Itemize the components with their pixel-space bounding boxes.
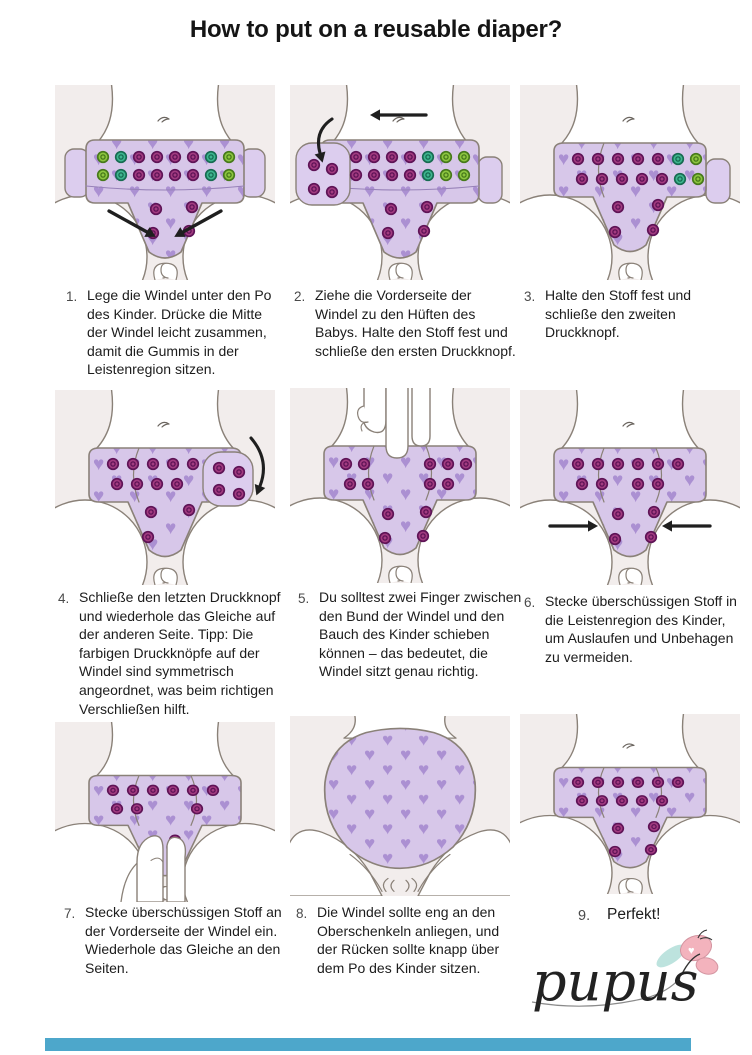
step-text: Du solltest zwei Finger zwischen den Bun… [319, 589, 522, 680]
step-4-illustration [55, 390, 275, 585]
step-7-caption: 7. Stecke überschüssigen Stoff an der Vo… [64, 903, 284, 977]
svg-text:♥: ♥ [688, 945, 695, 957]
step-number: 2. [294, 289, 306, 304]
step-number: 9. [578, 908, 591, 924]
logo-wordmark: pupus [532, 950, 698, 1013]
step-3-illustration [520, 85, 740, 280]
brand-logo: ♥ pupus [531, 929, 719, 1013]
step-number: 3. [524, 289, 536, 304]
step-text: Die Windel sollte eng an den Oberschenke… [317, 904, 500, 976]
step-text: Schließe den letzten Druckknopf und wied… [79, 589, 281, 717]
step-4-caption: 4. Schließe den letzten Druckknopf und w… [58, 588, 298, 718]
step-text: Lege die Windel unter den Po des Kinder.… [87, 287, 272, 378]
step-1-illustration [55, 85, 275, 280]
butterfly-icon: ♥ [656, 929, 719, 975]
page-title: How to put on a reusable diaper? [189, 16, 563, 43]
step-9-caption: 9. Perfekt! [578, 905, 718, 926]
step-8-caption: 8. Die Windel sollte eng an den Obersche… [296, 903, 514, 977]
step-text: Ziehe die Vorderseite der Windel zu den … [315, 287, 516, 359]
step-2-illustration [290, 85, 510, 280]
step-8-illustration [290, 716, 510, 896]
step-5-caption: 5. Du solltest zwei Finger zwischen den … [298, 588, 528, 681]
step-text: Stecke überschüssigen Stoff in die Leist… [545, 593, 737, 665]
step-6-caption: 6. Stecke überschüssigen Stoff in die Le… [524, 592, 748, 666]
step-9-illustration [520, 714, 740, 894]
step-number: 4. [58, 591, 70, 606]
step-number: 7. [64, 906, 76, 921]
step-number: 6. [524, 595, 536, 610]
step-6-illustration [520, 390, 740, 585]
footer-bar [45, 1038, 691, 1051]
step-2-caption: 2. Ziehe die Vorderseite der Windel zu d… [294, 286, 518, 360]
step-3-caption: 3. Halte den Stoff fest und schließe den… [524, 286, 738, 342]
step-5-illustration [290, 388, 510, 583]
step-number: 1. [66, 289, 78, 304]
step-7-illustration [55, 722, 275, 902]
step-text: Halte den Stoff fest und schließe den zw… [545, 287, 692, 341]
step-number: 5. [298, 591, 310, 606]
step-1-caption: 1. Lege die Windel unter den Po des Kind… [66, 286, 280, 379]
step-number: 8. [296, 906, 308, 921]
step-text: Stecke überschüssigen Stoff an der Vorde… [85, 904, 282, 976]
step-text: Perfekt! [607, 906, 661, 923]
